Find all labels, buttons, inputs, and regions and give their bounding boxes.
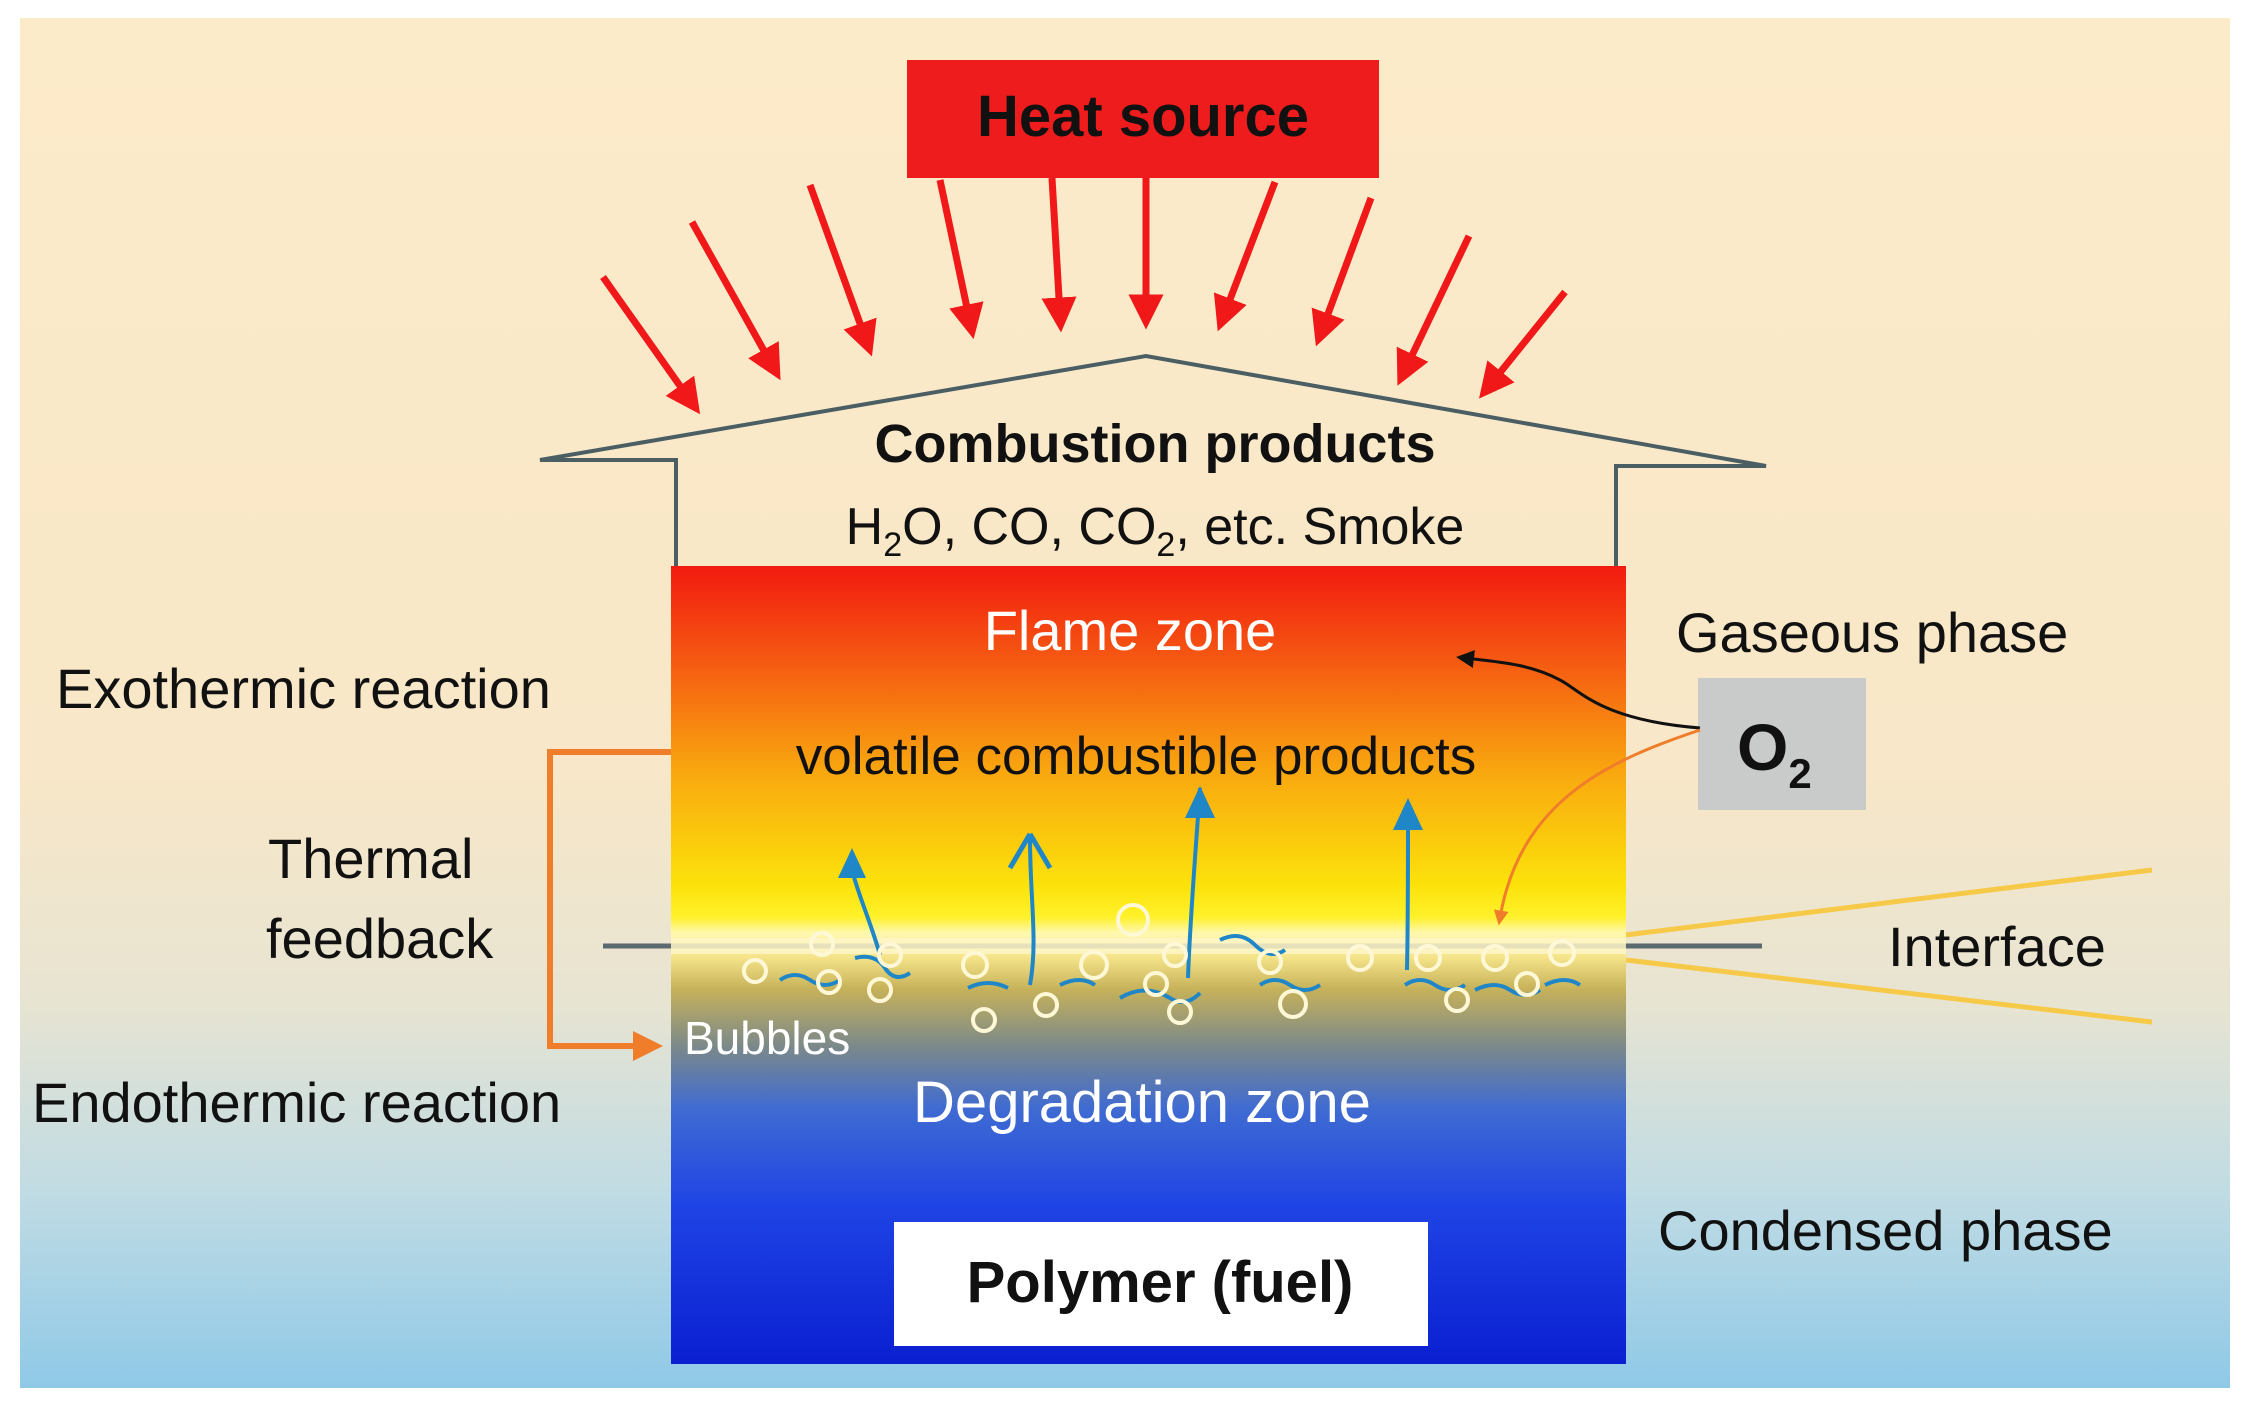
combustion-products-outline: [539, 353, 1767, 568]
heat-arrow: [1396, 234, 1473, 386]
o2-box: [1698, 678, 1866, 810]
o2-to-interface-arrow: [1493, 728, 1701, 926]
bubbles-label: Bubbles: [684, 1012, 850, 1064]
bubble: [1444, 987, 1470, 1013]
interface-label: Interface: [1888, 915, 2106, 978]
bubble: [1162, 942, 1188, 968]
volatile-arrowhead: [1185, 786, 1215, 818]
o2-label: O2: [1737, 710, 1812, 797]
volatile-arrow: [1405, 819, 1410, 971]
thermal-label: Thermal: [268, 827, 473, 890]
flame-zone-label: Flame zone: [984, 599, 1277, 662]
heat-arrow: [1041, 177, 1077, 333]
bubble: [1257, 949, 1283, 975]
combustion-products-title: Combustion products: [875, 414, 1436, 474]
exothermic-reaction-label: Exothermic reaction: [56, 657, 551, 720]
interface-wedge: [1625, 867, 2153, 1025]
bubbles: [742, 903, 1576, 1033]
heat-source-box: [907, 60, 1379, 178]
heat-arrow: [688, 220, 781, 381]
volatile-arrows: [850, 787, 1410, 986]
degradation-zone-label: Degradation zone: [913, 1070, 1371, 1135]
heat-arrow: [806, 183, 877, 357]
condensed-phase-label: Condensed phase: [1658, 1199, 2113, 1262]
bubble: [816, 969, 842, 995]
volatile-arrowhead: [838, 848, 866, 878]
heat-arrow: [600, 274, 701, 415]
polymer-label: Polymer (fuel): [967, 1250, 1354, 1315]
heat-arrow: [1213, 180, 1279, 332]
heat-arrow: [936, 179, 984, 340]
volatile-arrowhead: [1393, 798, 1423, 830]
bubble: [1167, 999, 1193, 1025]
bubble: [1548, 939, 1576, 967]
bubble: [1143, 971, 1169, 997]
bubble: [867, 977, 893, 1003]
bubble: [1033, 992, 1059, 1018]
heat-arrow: [1479, 289, 1568, 399]
thermal-feedback-arrow: [547, 749, 671, 1061]
volatile-arrowhead: [1007, 832, 1053, 870]
volatile-arrowheads: [838, 786, 1423, 878]
bubble: [971, 1007, 997, 1033]
bubble: [1481, 944, 1509, 972]
o2-to-flame-arrow: [1456, 650, 1701, 730]
volatile-products-label: volatile combustible products: [796, 727, 1477, 786]
bubble: [1514, 971, 1540, 997]
feedback-label: feedback: [266, 907, 494, 970]
endothermic-reaction-label: Endothermic reaction: [32, 1071, 561, 1134]
bubble: [961, 951, 989, 979]
bubble: [1116, 903, 1150, 937]
gaseous-phase-label: Gaseous phase: [1676, 601, 2068, 664]
combustion-products-formula: H2O, CO, CO2, etc. Smoke: [846, 498, 1465, 564]
bubble: [1414, 944, 1442, 972]
bubble: [1278, 989, 1308, 1019]
bubble: [1079, 950, 1109, 980]
bubble: [1346, 944, 1374, 972]
volatile-arrow: [1028, 837, 1036, 986]
bubble: [877, 942, 903, 968]
polymer-box: [894, 1222, 1428, 1346]
volatile-arrow: [850, 869, 882, 956]
heat-source-label: Heat source: [977, 84, 1309, 149]
bubble: [809, 931, 835, 957]
heat-arrow: [1311, 196, 1375, 347]
heat-arrows: [600, 177, 1568, 415]
bubble: [742, 958, 768, 984]
